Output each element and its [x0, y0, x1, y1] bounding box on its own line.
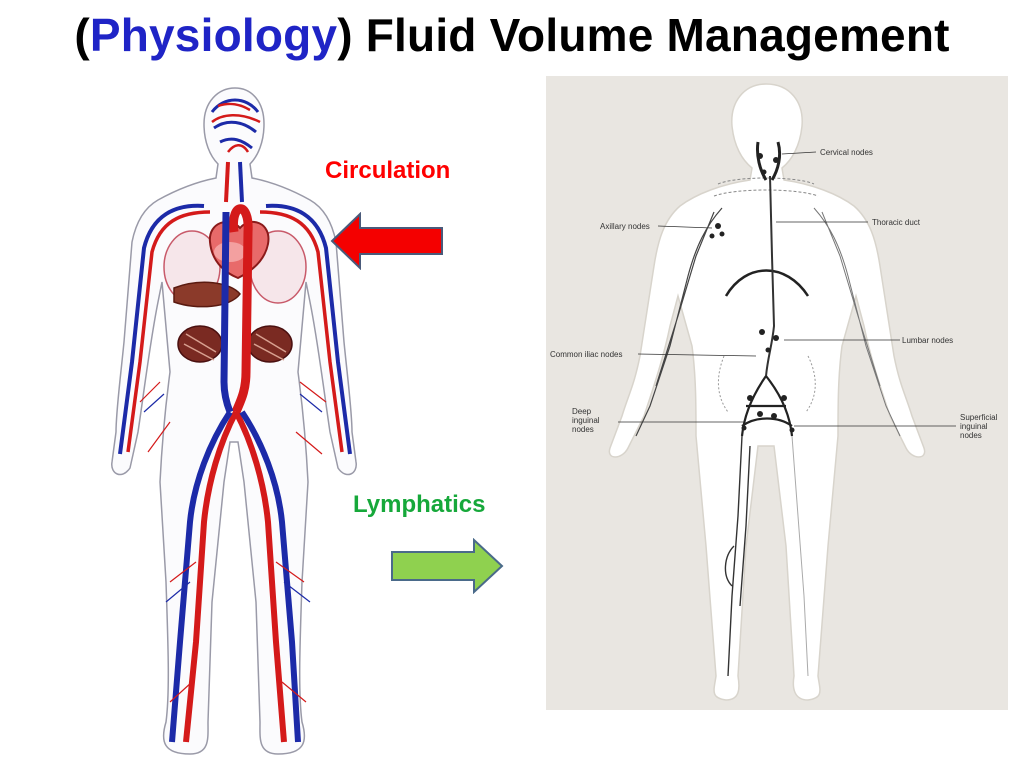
left-arm-artery: [126, 210, 211, 453]
thoracic-duct: [765, 175, 776, 377]
left-leg-vein: [169, 410, 233, 743]
thoracic-duct-label: Thoracic duct: [872, 218, 921, 227]
neck-artery: [224, 161, 230, 203]
small-branches: [139, 381, 327, 703]
lymphatic-system-panel: Cervical nodes Thoracic duct Axillary no…: [546, 76, 1008, 710]
pelvis-outline: [718, 355, 816, 413]
right-arm-artery: [259, 210, 344, 453]
vena-cava: [220, 211, 234, 414]
left-arm-vein: [118, 203, 205, 455]
leader-lines: [618, 151, 956, 427]
lymphatic-system-illustration: Cervical nodes Thoracic duct Axillary no…: [550, 83, 998, 701]
head-arteries: [211, 102, 261, 153]
deep-inguinal-label-1: Deep: [572, 407, 592, 416]
title-rest: Fluid Volume Management: [352, 9, 950, 61]
right-leg-vein: [239, 410, 301, 743]
lymphatics-label: Lymphatics: [353, 491, 486, 518]
left-arm-lymph: [635, 207, 723, 437]
rib-outline: [713, 177, 819, 197]
heart-highlight: [214, 242, 246, 262]
left-leg-lymph: [724, 435, 751, 677]
title-physiology: Physiology: [89, 9, 338, 61]
neck-vein: [238, 161, 244, 203]
left-leg-artery: [183, 410, 239, 743]
common-iliac-nodes-label: Common iliac nodes: [550, 350, 622, 359]
cervical-nodes-label: Cervical nodes: [820, 148, 873, 157]
deep-inguinal-label-3: nodes: [572, 425, 594, 434]
axillary-nodes-label: Axillary nodes: [600, 222, 650, 231]
circulatory-system-illustration: [111, 87, 357, 755]
slide-title: (Physiology) Fluid Volume Management: [0, 8, 1024, 62]
right-leg-artery: [233, 410, 287, 743]
small-vein-branches: [143, 393, 323, 603]
lymph-body-silhouette: [608, 83, 926, 701]
intestine-stripes: [183, 333, 287, 361]
head-vessels: [210, 98, 260, 150]
aorta: [228, 204, 253, 414]
superficial-inguinal-label-2: inguinal: [960, 422, 988, 431]
right-leg-lymph: [791, 435, 809, 677]
title-open-paren: (: [74, 9, 90, 61]
red-arrow-left-icon: [330, 212, 443, 270]
lymph-node-clusters: [709, 153, 795, 433]
lumbar-nodes-label: Lumbar nodes: [902, 336, 953, 345]
diaphragm-line: [724, 269, 810, 297]
deep-inguinal-label-2: inguinal: [572, 416, 600, 425]
green-arrow-right-icon: [391, 538, 504, 594]
right-arm-lymph: [813, 207, 901, 437]
superficial-inguinal-label-1: Superficial: [960, 413, 998, 422]
right-arm-vein: [265, 203, 352, 455]
pelvic-network: [740, 375, 794, 437]
title-close-paren: ): [337, 9, 353, 61]
cervical-chain: [756, 141, 782, 181]
circulation-label: Circulation: [325, 157, 451, 184]
superficial-inguinal-label-3: nodes: [960, 431, 982, 440]
